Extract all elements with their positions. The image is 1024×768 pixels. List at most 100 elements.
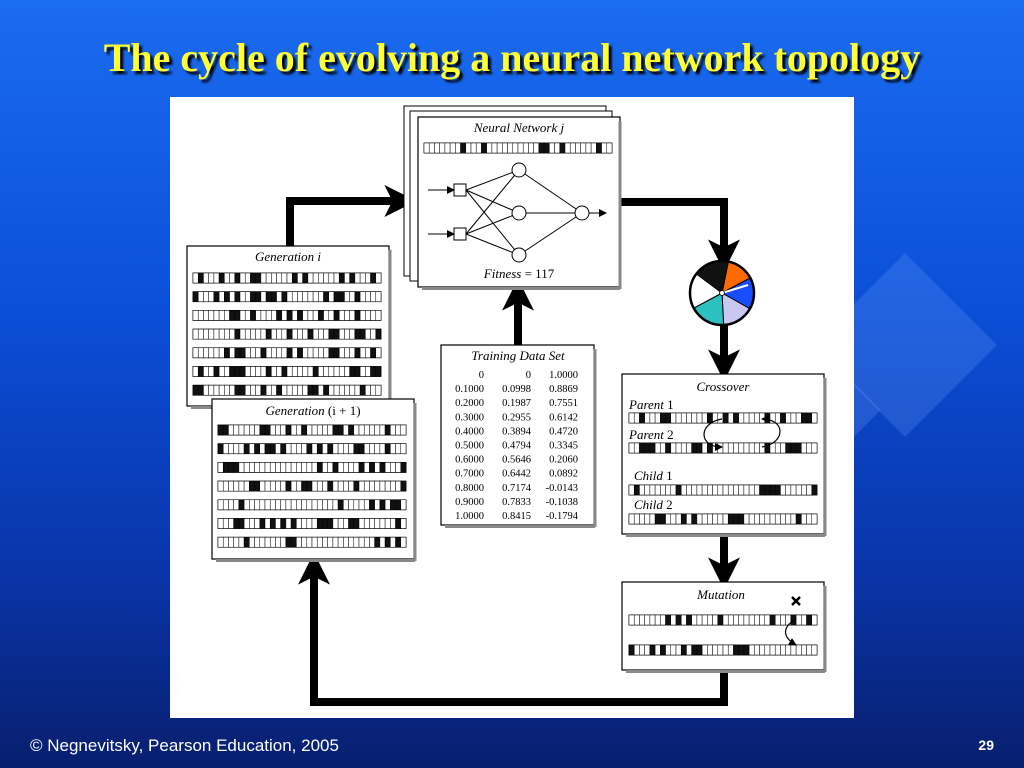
chromosome xyxy=(628,484,818,496)
chromosome xyxy=(192,328,382,340)
slide-title: The cycle of evolving a neural network t… xyxy=(103,35,921,80)
training-data-cell: 0.2060 xyxy=(549,455,578,466)
training-data-cell: 0.9000 xyxy=(455,497,484,508)
hidden-node xyxy=(511,162,527,178)
swap-arrow-icon xyxy=(761,415,781,448)
training-data-cell: 0.1000 xyxy=(455,384,484,395)
hidden-node xyxy=(511,205,527,221)
svg-text:Child 2: Child 2 xyxy=(634,497,673,512)
chromosome xyxy=(192,272,382,284)
training-data-cell: 0.3345 xyxy=(549,441,578,452)
chromosome xyxy=(217,499,407,511)
chromosome xyxy=(628,644,818,656)
training-data-cell: 0.7000 xyxy=(455,469,484,480)
hidden-node xyxy=(511,247,527,263)
population-chromosomes xyxy=(217,424,407,548)
chromosome xyxy=(217,443,407,455)
generation-next-label: Generation xyxy=(265,403,324,418)
generation-i-box: Generation i xyxy=(186,245,392,409)
training-data-cell: -0.0143 xyxy=(546,483,578,494)
generation-next-box: Generation (i + 1) xyxy=(211,398,417,562)
neural-network-title: Neural Network xyxy=(473,120,558,135)
training-data-cell: 0.0892 xyxy=(549,469,578,480)
svg-text:Generation (i + 1): Generation (i + 1) xyxy=(265,403,360,418)
chromosome xyxy=(217,461,407,473)
training-data-cell: -0.1038 xyxy=(546,497,578,508)
generation-i-label: Generation xyxy=(255,249,314,264)
chromosome-strip xyxy=(423,142,613,154)
training-data-cell: 1.0000 xyxy=(549,370,578,381)
child2-label: Child xyxy=(634,497,663,512)
training-data-cell: 0 xyxy=(479,370,484,381)
flip-arrow-icon xyxy=(784,618,797,646)
parent2-label: Parent xyxy=(628,427,664,442)
neural-network-box: Neural Network j Fitness = xyxy=(403,105,622,290)
chromosome xyxy=(192,384,382,396)
training-data-cell: 0.6142 xyxy=(549,412,578,423)
training-data-cell: 0.5000 xyxy=(455,441,484,452)
cycle-arrow-to-selection xyxy=(620,198,740,272)
chromosome xyxy=(217,424,407,436)
chromosome xyxy=(423,142,613,154)
chromosome xyxy=(628,513,818,525)
training-data-cell: 0.7833 xyxy=(502,497,531,508)
chromosome xyxy=(192,309,382,321)
svg-text:Neural Network j: Neural Network j xyxy=(473,120,565,135)
child1-label: Child xyxy=(634,468,663,483)
svg-text:Fitness = 117: Fitness = 117 xyxy=(483,266,555,281)
svg-text:Generation i: Generation i xyxy=(255,249,321,264)
parent1-label: Parent xyxy=(628,397,664,412)
swap-arrow-icon xyxy=(703,418,723,451)
mutation-title: Mutation xyxy=(696,587,745,602)
child2-number: 2 xyxy=(666,497,673,512)
training-data-cell: 0.4720 xyxy=(549,426,578,437)
roulette-wheel xyxy=(688,259,756,327)
training-data-cell: 0 xyxy=(526,370,531,381)
fitness-label: Fitness xyxy=(483,266,522,281)
training-data-cell: 0.1987 xyxy=(502,398,531,409)
training-data-cell: 0.7174 xyxy=(502,483,532,494)
training-data-cell: 1.0000 xyxy=(455,511,484,522)
child1-number: 1 xyxy=(666,468,673,483)
training-data-cell: 0.8000 xyxy=(455,483,484,494)
population-chromosomes xyxy=(192,272,382,396)
training-data-title: Training Data Set xyxy=(471,348,565,363)
chromosome xyxy=(217,536,407,548)
generation-i-index: i xyxy=(317,249,321,264)
training-data-cell: 0.4794 xyxy=(502,441,532,452)
cycle-arrow-to-network xyxy=(286,185,417,247)
chromosome xyxy=(192,347,382,359)
fitness-value: = 117 xyxy=(525,266,555,281)
training-data-cell: 0.0998 xyxy=(502,384,531,395)
mutation-box: Mutation xyxy=(621,581,827,673)
training-data-cell: 0.6000 xyxy=(455,455,484,466)
training-data-cell: 0.5646 xyxy=(502,455,531,466)
training-data-cell: 0.6442 xyxy=(502,469,531,480)
training-data-cell: 0.7551 xyxy=(549,398,578,409)
input-node xyxy=(453,227,467,241)
evolution-cycle-diagram: Neural Network j Fitness = xyxy=(186,105,827,706)
parent2-number: 2 xyxy=(667,427,674,442)
svg-text:Child 1: Child 1 xyxy=(634,468,673,483)
training-data-cell: -0.1794 xyxy=(546,511,579,522)
page-number: 29 xyxy=(978,737,994,753)
neural-network-index: j xyxy=(559,120,565,135)
parent1-number: 1 xyxy=(667,397,674,412)
chromosome xyxy=(192,291,382,303)
training-data-cell: 0.3894 xyxy=(502,426,532,437)
footer-copyright: © Negnevitsky, Pearson Education, 2005 xyxy=(30,736,339,755)
svg-text:Parent 1: Parent 1 xyxy=(628,397,674,412)
chromosome xyxy=(192,366,382,377)
network-graph xyxy=(428,162,607,263)
training-data-cell: 0.4000 xyxy=(455,426,484,437)
training-data-cell: 0.3000 xyxy=(455,412,484,423)
crossover-chromosomes xyxy=(628,412,818,525)
crossover-box: Crossover Parent 1 Parent 2 Child 1 Chil… xyxy=(621,373,827,537)
training-data-cell: 0.8869 xyxy=(549,384,578,395)
mutation-chromosomes xyxy=(628,614,818,656)
input-node xyxy=(453,183,467,197)
chromosome xyxy=(217,518,407,529)
cycle-arrow-to-next-generation xyxy=(298,552,728,706)
chromosome xyxy=(217,480,407,492)
